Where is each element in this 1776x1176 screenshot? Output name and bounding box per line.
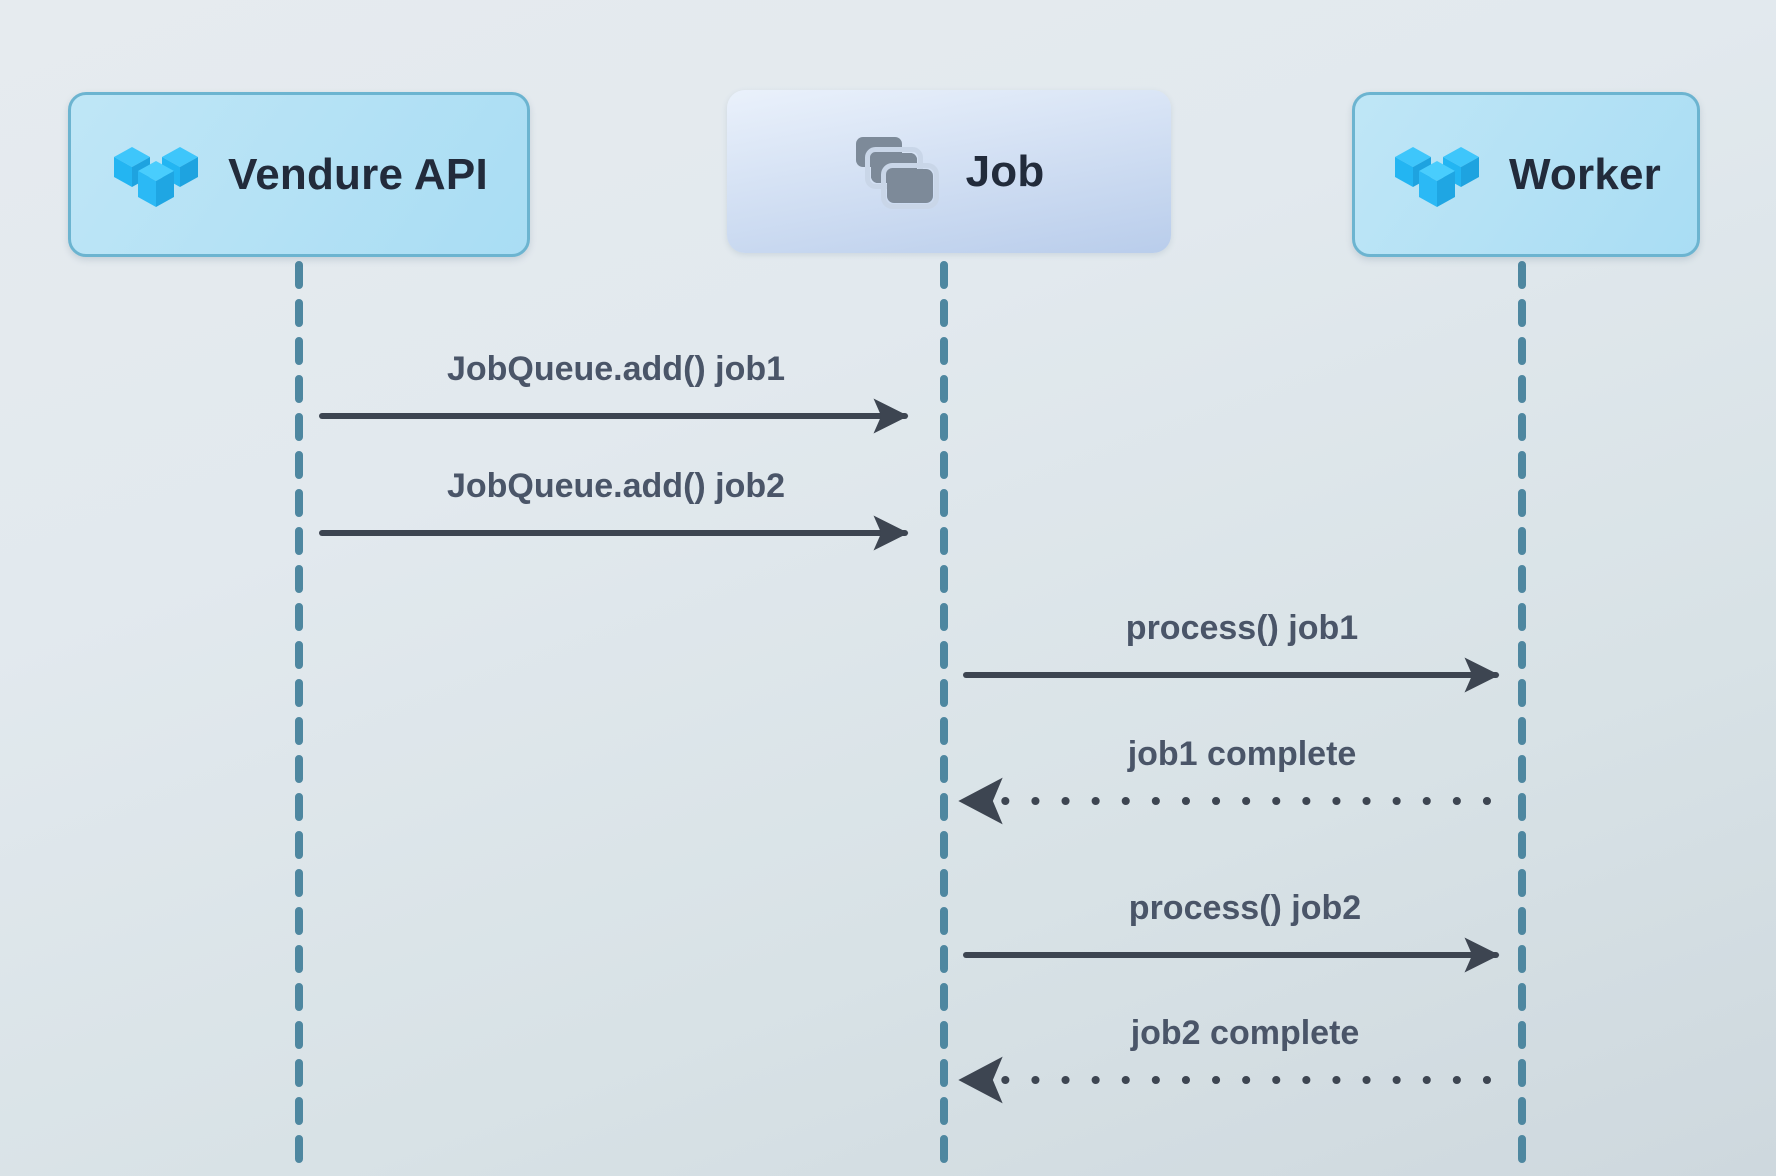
participant-worker[interactable]: Worker (1352, 92, 1700, 257)
message-label-msg-1: JobQueue.add() job1 (446, 350, 786, 388)
participant-job[interactable]: Job (727, 90, 1171, 253)
message-label-msg-3: process() job1 (1125, 609, 1359, 647)
participant-label: Worker (1509, 149, 1661, 199)
participant-vendure-api[interactable]: Vendure API (68, 92, 530, 257)
message-label-msg-5: process() job2 (1128, 889, 1362, 927)
stacked-cards-icon (854, 135, 940, 209)
message-label-msg-4: job1 complete (1127, 735, 1357, 773)
vendure-cubes-icon (110, 135, 202, 215)
participant-label: Job (965, 146, 1045, 196)
message-label-msg-6: job2 complete (1130, 1014, 1360, 1052)
participant-label: Vendure API (228, 149, 488, 199)
vendure-cubes-icon (1391, 135, 1483, 215)
message-label-msg-2: JobQueue.add() job2 (446, 467, 786, 505)
